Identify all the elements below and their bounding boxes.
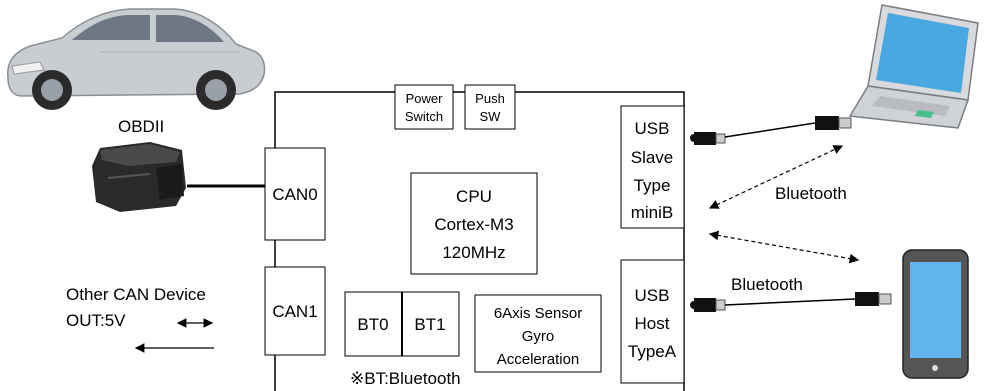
power-switch-label: Power	[406, 91, 444, 106]
usb-host-label: USB	[635, 286, 670, 305]
bluetooth-label-tablet: Bluetooth	[731, 275, 803, 294]
cpu-clock-label: 120MHz	[442, 243, 505, 262]
usb-slave-type-label-2: Type	[634, 176, 671, 195]
bluetooth-label-laptop: Bluetooth	[775, 184, 847, 203]
usb-slave-block: USB Slave Type miniB	[620, 105, 685, 229]
bluetooth-link-tablet	[708, 230, 860, 264]
usb-plug-slave-icon	[690, 132, 726, 145]
push-sw-label: Push	[475, 91, 505, 106]
bt0-block: BT0	[344, 291, 403, 357]
sensor-block: 6Axis Sensor Gyro Acceleration	[474, 294, 602, 373]
usb-cable-laptop	[724, 122, 816, 138]
bt0-label: BT0	[357, 315, 388, 334]
cpu-core-label: Cortex-M3	[434, 215, 513, 234]
can1-block: CAN1	[264, 266, 326, 356]
usb-host-block: USB Host TypeA	[620, 259, 685, 384]
can0-block: CAN0	[264, 147, 326, 241]
bt1-block: BT1	[401, 291, 460, 357]
cpu-label: CPU	[456, 187, 492, 206]
obd-connector-icon	[92, 142, 186, 212]
usb-slave-connector-label: miniB	[631, 203, 674, 222]
laptop-icon	[848, 4, 979, 129]
power-switch-label-2: Switch	[405, 109, 443, 124]
can1-label: CAN1	[272, 302, 317, 321]
sensor-label: 6Axis Sensor	[494, 305, 582, 322]
push-sw-label-2: SW	[480, 109, 502, 124]
bt-note: ※BT:Bluetooth	[350, 369, 461, 388]
other-can-label: Other CAN Device	[66, 285, 206, 304]
bt1-label: BT1	[414, 315, 445, 334]
usb-host-type-label: Host	[635, 314, 670, 333]
cpu-block: CPU Cortex-M3 120MHz	[410, 172, 538, 275]
other-can-voltage-label: OUT:5V	[66, 311, 126, 330]
bluetooth-link-laptop	[708, 145, 844, 209]
usb-plug-host-icon	[690, 298, 726, 312]
usb-slave-type-label: Slave	[631, 148, 674, 167]
usb-plug-tablet-icon	[855, 292, 892, 306]
usb-slave-label: USB	[635, 119, 670, 138]
obd-label: OBDII	[118, 117, 164, 136]
can0-label: CAN0	[272, 185, 317, 204]
power-switch-block: Power Switch	[394, 84, 454, 130]
push-sw-block: Push SW	[464, 84, 516, 130]
usb-host-connector-label: TypeA	[628, 342, 677, 361]
sensor-gyro-label: Gyro	[522, 328, 555, 345]
tablet-icon	[902, 249, 969, 379]
usb-cable-tablet	[724, 298, 856, 306]
sensor-accel-label: Acceleration	[497, 351, 580, 368]
usb-plug-laptop-icon	[815, 116, 852, 130]
car-icon	[6, 8, 266, 110]
